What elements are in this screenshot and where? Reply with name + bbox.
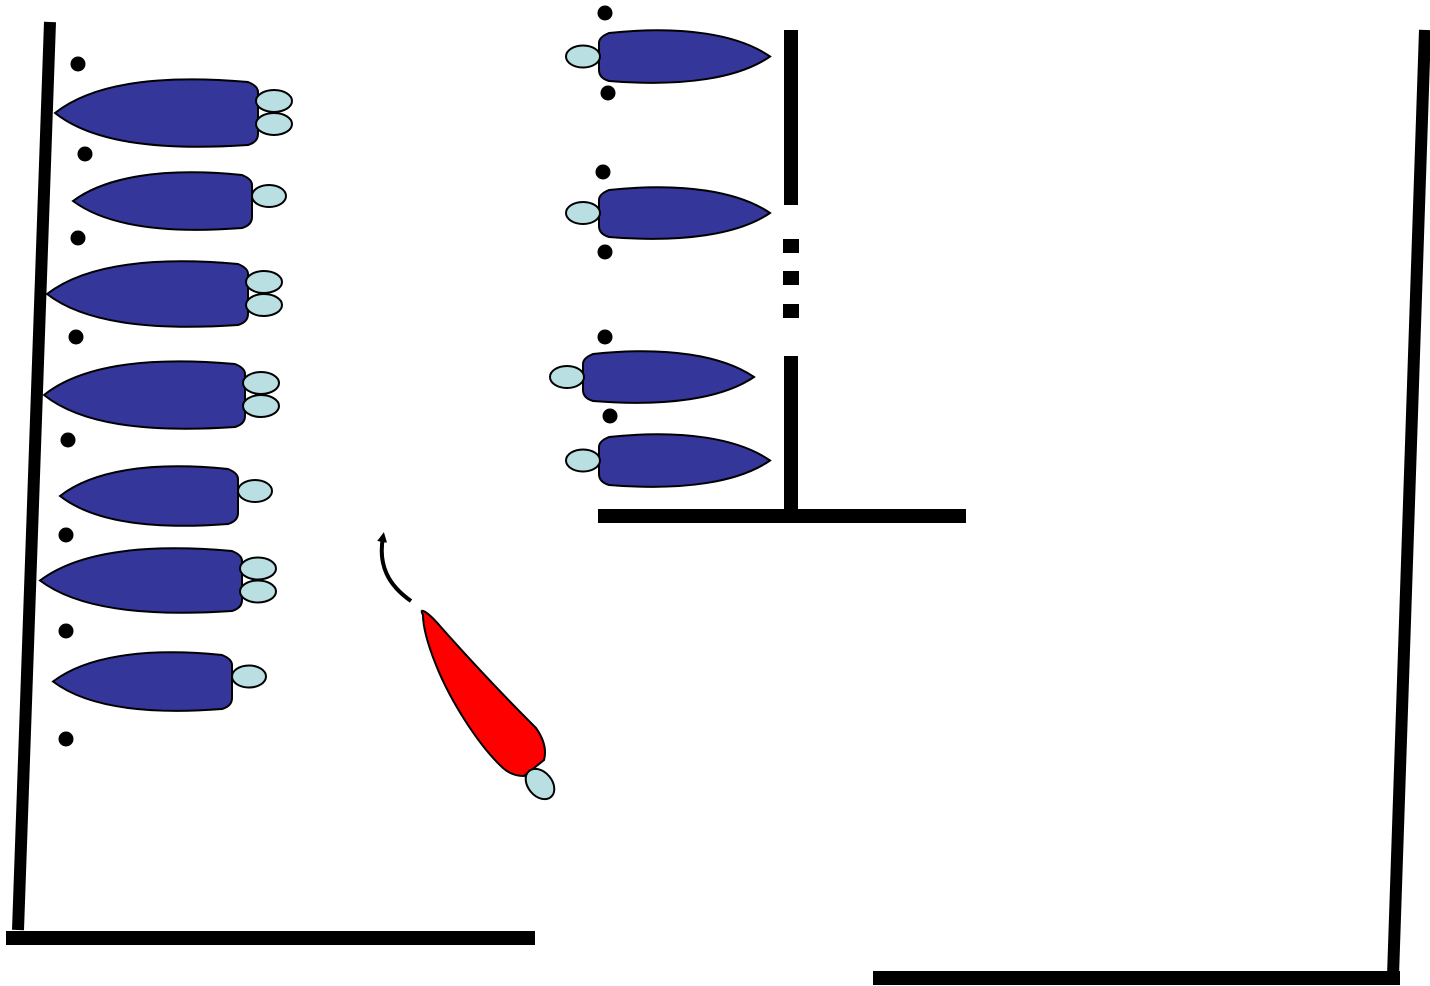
- queued-shape-body: [598, 186, 772, 240]
- moving-shape: [420, 609, 556, 801]
- middle-wall-gap-dash: [783, 239, 799, 253]
- shape-head: [231, 664, 267, 689]
- queued-shape-body: [45, 260, 249, 328]
- queued-shape: [45, 260, 283, 328]
- queued-shape: [565, 433, 772, 488]
- queued-shape: [38, 547, 277, 614]
- marker-dot: [595, 164, 611, 180]
- marker-dot: [597, 5, 613, 21]
- moving-shape-body: [420, 609, 546, 778]
- shape-head: [255, 89, 293, 113]
- queued-shape-body: [53, 78, 259, 148]
- queued-shape-body: [582, 350, 756, 404]
- dots: [58, 5, 618, 747]
- queued-shape: [42, 360, 280, 430]
- middle-wall-gap-dash: [783, 304, 799, 318]
- shape-head: [565, 44, 601, 69]
- queued-shape: [53, 78, 293, 148]
- queued-shape: [71, 171, 287, 231]
- shape-head: [245, 293, 283, 317]
- queued-shape-body: [51, 651, 233, 712]
- marker-dot: [60, 432, 76, 448]
- shape-head: [565, 448, 601, 473]
- shape-head: [549, 365, 585, 389]
- queued-shape-body: [58, 465, 239, 527]
- marker-dot: [597, 244, 613, 260]
- right-wall: [1387, 29, 1430, 977]
- queued-shape-body: [42, 360, 246, 430]
- shape-head: [565, 201, 601, 225]
- shape-head: [245, 270, 283, 294]
- left-column: [38, 78, 293, 712]
- marker-dot: [597, 329, 613, 345]
- queued-shape-body: [598, 29, 772, 84]
- marker-dot: [602, 408, 618, 424]
- queued-shape: [549, 350, 756, 404]
- queued-shape-body: [598, 433, 772, 488]
- shape-head: [242, 371, 280, 395]
- queued-shape: [58, 465, 273, 527]
- marker-dot: [58, 731, 74, 747]
- walls: [6, 21, 1430, 985]
- queued-shape-body: [38, 547, 243, 614]
- shape-head: [237, 479, 273, 503]
- shape-head: [239, 556, 277, 581]
- middle-column: [549, 29, 772, 488]
- moving-group: [377, 532, 556, 801]
- shape-head: [524, 767, 556, 801]
- middle-wall-gap-dash: [783, 271, 799, 285]
- shape-head: [242, 394, 280, 418]
- queued-shape: [51, 651, 267, 712]
- left-wall: [12, 21, 56, 931]
- marker-dot: [70, 56, 86, 72]
- shape-head: [239, 579, 277, 604]
- marker-dot: [70, 230, 86, 246]
- marker-dot: [58, 623, 74, 639]
- queued-shape: [565, 29, 772, 84]
- curved-arrow: [377, 532, 413, 603]
- marker-dot: [68, 329, 84, 345]
- marker-dot: [58, 527, 74, 543]
- queued-shape-body: [71, 171, 253, 231]
- shape-head: [255, 112, 293, 136]
- marker-dot: [77, 146, 93, 162]
- queued-shape: [565, 186, 772, 240]
- shape-head: [251, 184, 287, 208]
- marker-dot: [600, 85, 616, 101]
